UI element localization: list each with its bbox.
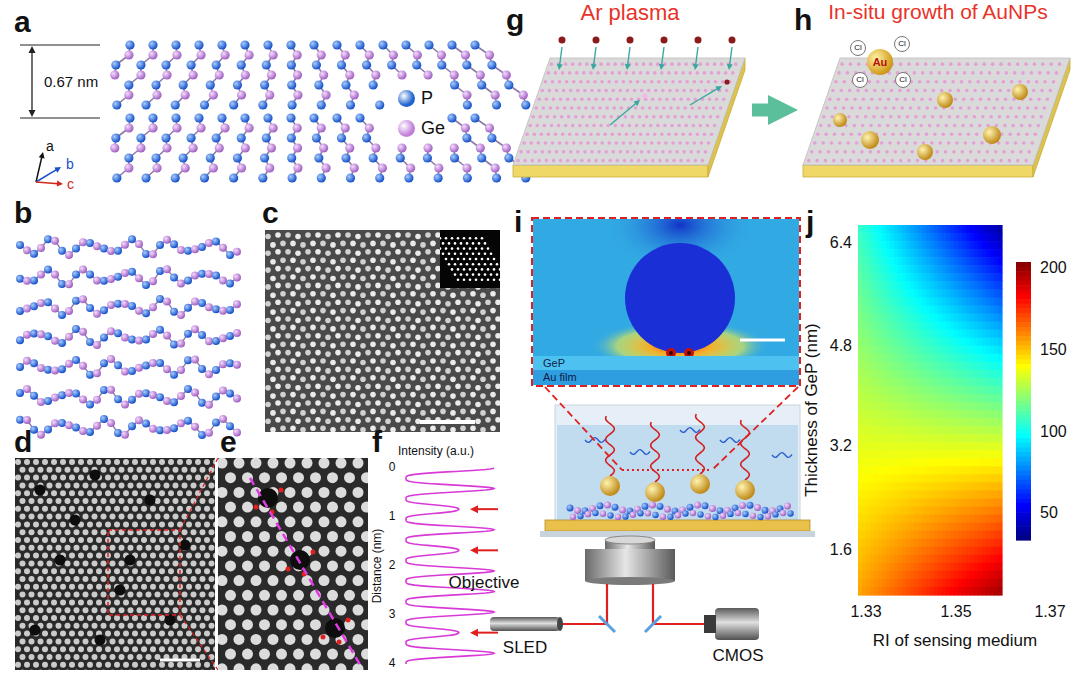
figure-stage: a0.67 nmabcbcdefIntensity (a.u.)01234Dis… — [0, 0, 1080, 675]
